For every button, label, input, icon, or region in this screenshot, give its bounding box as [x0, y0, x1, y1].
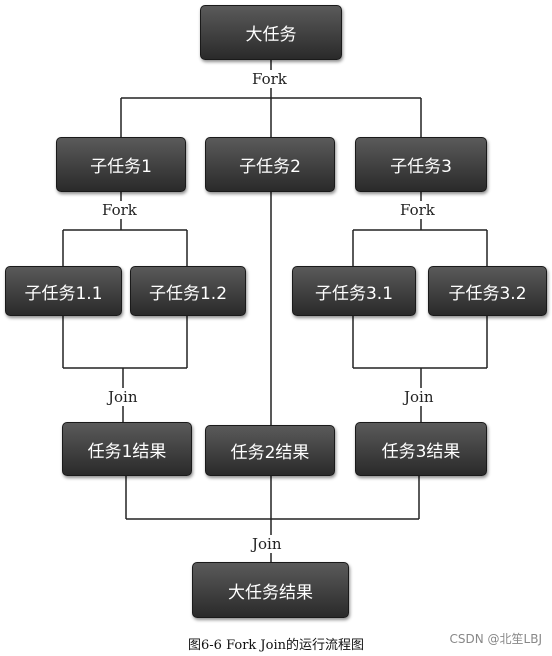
figure-caption: 图6-6 Fork Join的运行流程图 — [188, 638, 364, 653]
node-subtask-1: 子任务1 — [56, 137, 186, 192]
node-subtask-1-2: 子任务1.2 — [130, 266, 246, 316]
fork-label-right: Fork — [398, 201, 437, 219]
node-subtask-3-1: 子任务3.1 — [292, 266, 416, 316]
node-result-1: 任务1结果 — [62, 422, 192, 476]
fork-label-left: Fork — [100, 201, 139, 219]
node-subtask-1-1: 子任务1.1 — [5, 266, 122, 316]
node-big-task: 大任务 — [200, 5, 342, 60]
watermark: CSDN @北笙LBJ — [449, 632, 543, 646]
node-subtask-3: 子任务3 — [355, 137, 487, 192]
node-subtask-3-2: 子任务3.2 — [428, 266, 547, 316]
node-result-3: 任务3结果 — [355, 422, 487, 476]
join-label-left: Join — [106, 388, 140, 406]
join-label-bottom: Join — [250, 535, 284, 553]
node-result-2: 任务2结果 — [205, 425, 335, 476]
node-big-result: 大任务结果 — [192, 562, 349, 618]
node-subtask-2: 子任务2 — [205, 137, 335, 192]
join-label-right: Join — [402, 388, 436, 406]
fork-label-top: Fork — [250, 70, 289, 88]
